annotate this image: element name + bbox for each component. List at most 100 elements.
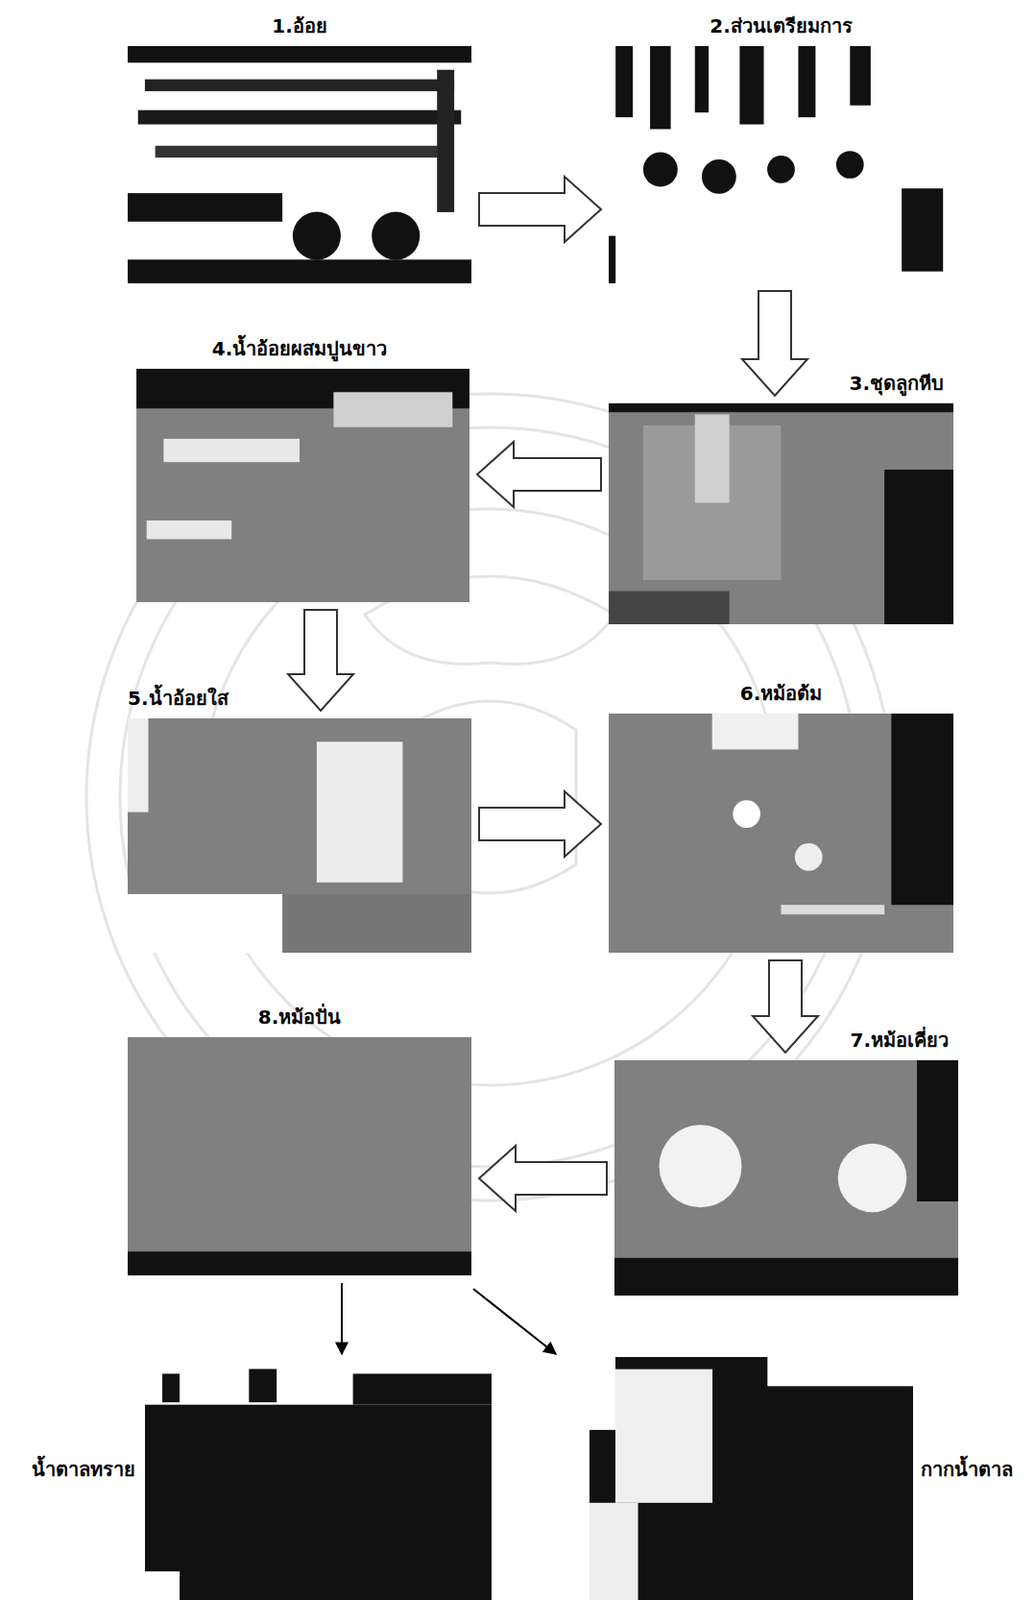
photo-shape [144,1570,180,1600]
photo-step: 4.น้ำอ้อยผสมปูนขาว [129,368,470,602]
photo-shape [732,799,761,828]
photo-ground [589,1356,914,1600]
photo-ground [127,46,472,284]
photo-shape [838,1143,908,1213]
photo-step: 6.หม้อต้ม [608,713,954,953]
photo-shape [794,842,823,871]
step-label: 3.ชุดลูกหีบ [848,370,944,396]
step-label: 5.น้ำอ้อยใส [127,685,229,711]
photo-shape [146,520,233,539]
photo-shape [901,188,943,271]
photo-shape [890,713,954,905]
photo-shape [695,414,730,504]
photo-step: 8.หม้อปั่น [127,1036,472,1276]
photo-shape [155,145,452,158]
step-label: 7.หม้อเคี่ยว [849,1027,949,1053]
photo-shape [282,893,472,953]
block-arrow [479,176,602,242]
photo-ground [127,718,472,953]
photo-shape [797,46,816,118]
photo-shape [608,403,954,412]
step-label-wrap: 3.ชุดลูกหีบ [848,370,944,396]
photo-step: 3.ชุดลูกหีบ [608,403,954,625]
step-label-wrap: น้ำตาลทราย [31,1456,136,1482]
photo-illustration [589,1356,914,1600]
photo-ground [608,713,954,953]
step-label-wrap: 7.หม้อเคี่ยว [849,1027,949,1053]
step-label: 8.หม้อปั่น [258,1004,342,1030]
photo-illustration [614,1059,959,1296]
step-label-wrap: 2.ส่วนเตรียมการ [709,13,853,39]
photo-shape [849,46,871,106]
photo-shape [333,391,453,427]
step-label: 4.น้ำอ้อยผสมปูนขาว [212,336,388,362]
photo-shape [138,110,462,125]
photo-illustration [608,713,954,953]
photo-shape [127,718,148,813]
photo-shape [649,46,672,129]
photo-shape [127,259,472,284]
photo-shape [767,1356,914,1386]
photo-step: 5.น้ำอ้อยใส [127,718,472,953]
photo-shape [701,159,737,194]
photo-ground [608,403,954,625]
block-arrow [479,1145,607,1211]
photo-step: 2.ส่วนเตรียมการ [608,46,954,284]
block-arrow [742,290,808,396]
photo-step: 1.อ้อย [127,46,472,284]
photo-shape [162,1372,180,1402]
block-arrow [477,441,602,507]
photo-shape [127,1251,472,1276]
photo-shape [163,438,300,462]
photo-shape [292,212,341,261]
step-label-wrap: กากน้ำตาล [920,1456,1013,1482]
photo-shape [615,46,633,118]
photo-shape [739,46,764,125]
photo-shape [608,591,730,626]
photo-shape [127,192,283,222]
photo-step: น้ำตาลทราย [144,1361,492,1600]
step-label-wrap: 1.อ้อย [271,13,328,39]
photo-shape [614,1257,959,1296]
photo-illustration [608,46,954,284]
block-arrow [288,609,354,711]
photo-shape [589,1356,616,1430]
flow-arrow [473,1288,556,1354]
photo-shape [129,368,137,602]
step-label-wrap: 4.น้ำอ้อยผสมปูนขาว [212,336,388,362]
photo-shape [248,1368,277,1402]
photo-shape [589,1502,639,1600]
photo-shape [767,155,795,184]
photo-ground [144,1361,492,1600]
photo-shape [127,46,472,63]
photo-shape [695,46,709,113]
photo-shape [615,1369,713,1503]
photo-illustration [127,1036,472,1276]
photo-shape [916,1059,959,1202]
photo-ground [608,46,954,284]
block-arrow [479,791,602,857]
step-label: 1.อ้อย [271,13,328,39]
photo-shape [316,741,404,882]
photo-shape [127,893,283,953]
photo-illustration [129,368,470,602]
photo-shape [436,70,455,213]
photo-shape [659,1124,743,1207]
photo-shape [144,79,455,92]
photo-shape [353,1372,492,1404]
step-label-wrap: 8.หม้อปั่น [258,1004,342,1030]
flow-arrow [340,1282,343,1354]
photo-step: 7.หม้อเคี่ยว [614,1059,959,1296]
photo-shape [781,904,886,915]
photo-shape [836,150,865,179]
step-label-wrap: 6.หม้อต้ม [740,680,823,706]
photo-shape [144,1361,492,1405]
photo-shape [712,713,799,749]
photo-ground [129,368,470,602]
photo-illustration [144,1361,492,1600]
step-label-wrap: 5.น้ำอ้อยใส [127,685,229,711]
photo-shape [371,212,420,261]
block-arrow [752,960,819,1053]
photo-shape [884,469,954,625]
